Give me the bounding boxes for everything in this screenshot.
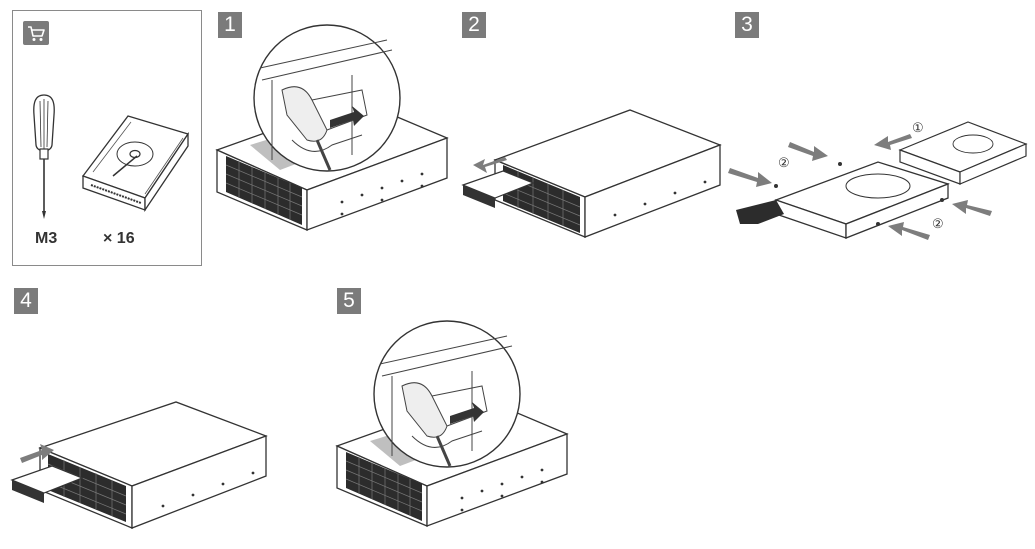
step-4-chassis-illustration — [10, 401, 268, 529]
step-3-tray-installation-illustration — [728, 121, 1028, 240]
step-5-badge: 5 — [337, 288, 361, 314]
hard-drive-icon — [81, 115, 190, 213]
parts-required-panel: M3 × 16 — [12, 10, 202, 266]
screwdriver-icon — [33, 94, 55, 219]
step-2-badge: 2 — [462, 12, 486, 38]
step-3-badge: 3 — [735, 12, 759, 38]
step-3-callout-2-right: ② — [932, 216, 944, 231]
screw-size-label: M3 — [35, 230, 58, 247]
hdd-quantity-label: × 16 — [103, 230, 135, 247]
step-4-badge: 4 — [14, 288, 38, 314]
step-1-chassis-illustration — [215, 24, 449, 231]
shopping-cart-icon — [23, 21, 49, 45]
step-3-callout-1: ① — [912, 120, 924, 135]
step-2-chassis-illustration — [461, 109, 722, 238]
step-5-chassis-illustration — [335, 320, 569, 527]
step-3-callout-2-left: ② — [778, 155, 790, 170]
step-1-badge: 1 — [218, 12, 242, 38]
